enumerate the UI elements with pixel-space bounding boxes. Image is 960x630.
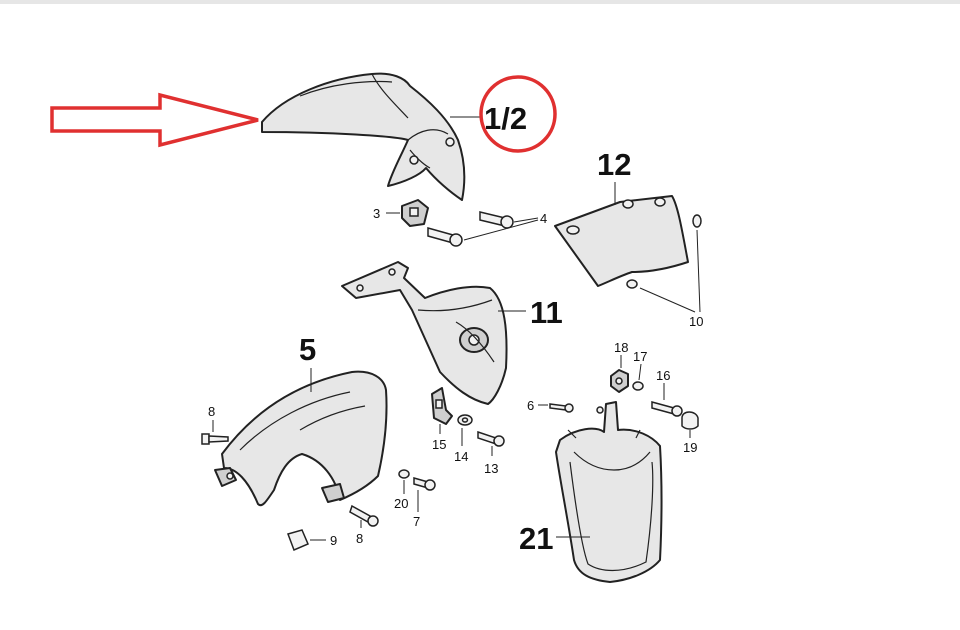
label-8-left: 8 xyxy=(208,404,215,419)
part-8-screw-lower xyxy=(349,504,379,527)
part-12-plate xyxy=(554,195,689,287)
part-16-bolt xyxy=(651,401,683,417)
label-21: 21 xyxy=(519,521,553,556)
part-9-cap xyxy=(287,529,309,551)
label-17: 17 xyxy=(633,349,647,364)
label-3: 3 xyxy=(373,206,380,221)
part-19-cap xyxy=(681,411,699,430)
part-4-screws xyxy=(427,211,514,247)
label-7: 7 xyxy=(413,514,420,529)
part-17-washer xyxy=(632,381,644,391)
part-5-lower-fender xyxy=(214,370,388,507)
highlight-arrow xyxy=(50,92,259,148)
label-4: 4 xyxy=(540,211,547,226)
label-14: 14 xyxy=(454,449,468,464)
label-13: 13 xyxy=(484,461,498,476)
label-20: 20 xyxy=(394,496,408,511)
highlight-circle xyxy=(479,75,557,153)
part-7-bolt xyxy=(413,477,436,491)
part-6-screw xyxy=(549,403,574,413)
part-11-bracket xyxy=(341,261,508,405)
label-11: 11 xyxy=(530,295,563,330)
label-6: 6 xyxy=(527,398,534,413)
part-upper-fender xyxy=(261,72,466,201)
label-9: 9 xyxy=(330,533,337,548)
label-8-lower: 8 xyxy=(356,531,363,546)
top-border xyxy=(0,0,960,4)
part-13-bolt xyxy=(477,430,505,447)
label-10: 10 xyxy=(689,314,703,329)
part-18-nut xyxy=(610,369,629,393)
label-15: 15 xyxy=(432,437,446,452)
label-18: 18 xyxy=(614,340,628,355)
part-8-screw-left xyxy=(201,433,229,445)
part-21-cover xyxy=(555,401,663,583)
part-10-grommets xyxy=(626,214,702,289)
part-3-clip xyxy=(401,199,429,227)
part-15-clip xyxy=(431,387,453,425)
label-12: 12 xyxy=(597,147,631,182)
label-19: 19 xyxy=(683,440,697,455)
part-20-washer xyxy=(398,469,410,479)
part-14-washer xyxy=(457,414,473,426)
label-5: 5 xyxy=(299,332,316,367)
label-16: 16 xyxy=(656,368,670,383)
label-1-2: 1/2 xyxy=(484,101,527,136)
